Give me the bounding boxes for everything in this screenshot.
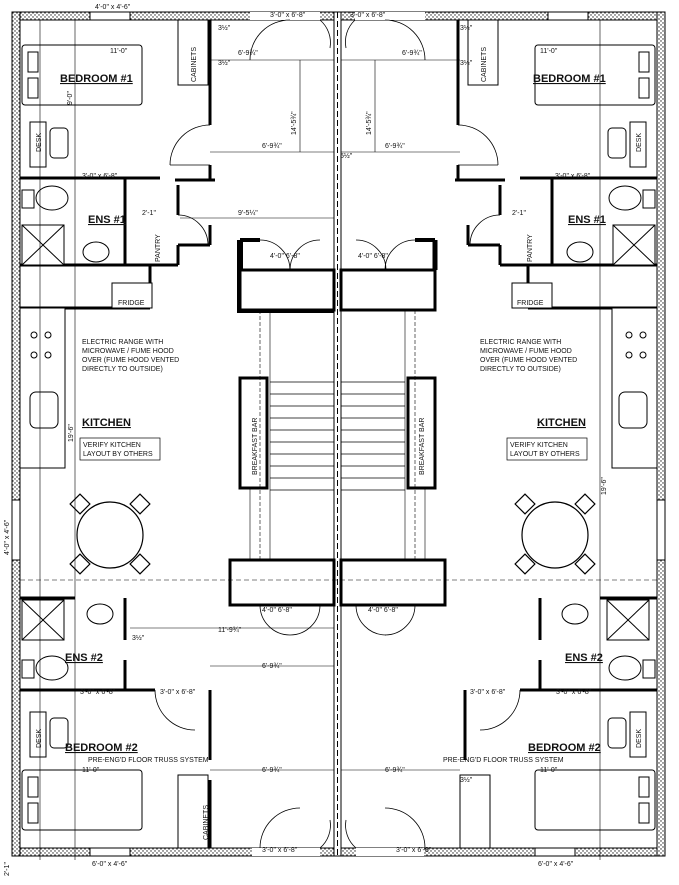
dim-3-5-c: 3½": [218, 59, 231, 67]
dim-door-bot-right: 3'-0" x 6'-8": [396, 847, 432, 854]
beds: [21, 44, 656, 831]
dim-door-bot-left: 3'-0" x 6'-8": [262, 847, 298, 854]
desk-label-tr: DESK: [636, 133, 643, 152]
range-note-left-3: OVER (FUME HOOD VENTED: [82, 357, 179, 364]
cabinets-label-tr: CABINETS: [481, 47, 488, 82]
ens2-label-right: ENS #2: [565, 652, 603, 664]
truss-note-right: PRE-ENG'D FLOOR TRUSS SYSTEM: [443, 757, 564, 764]
door-swings: [154, 19, 521, 849]
range-note-right-2: MICROWAVE / FUME HOOD: [480, 348, 572, 355]
dim-door-b2-left: 3'-0" x 6'-8": [160, 689, 196, 696]
dim-3-5-d: 3½": [460, 59, 473, 67]
dim-6-9-ml: 6'-9¾": [262, 143, 282, 150]
dim-stair-door-br: 4'-0" 6'-8": [368, 607, 398, 614]
range-note-right-1: ELECTRIC RANGE WITH: [480, 339, 561, 346]
dim-6-9-tr: 6'-9¾": [402, 50, 422, 57]
range-note-right-4: DIRECTLY TO OUTSIDE): [480, 366, 561, 373]
cabinets-label-tl: CABINETS: [191, 47, 198, 82]
dim-9-0: 9'-0": [67, 91, 74, 105]
dim-3-5-b: 3½": [460, 24, 473, 32]
lower-left-walls: [20, 596, 212, 848]
dim-door-top-left: 3'-0" x 6'-8": [270, 12, 306, 19]
dim-3-5-f: 3½": [460, 776, 473, 784]
dim-19-6-left: 19'-6": [68, 424, 75, 442]
dim-stair-door-bl: 4'-0" 6'-8": [262, 607, 292, 614]
dim-2-1-right: 2'-1": [512, 210, 526, 217]
dimension-lines: [20, 20, 657, 860]
ens2-label-left: ENS #2: [65, 652, 103, 664]
verify-box-left: [79, 437, 161, 461]
dining-tables: [69, 493, 596, 575]
ens1-label-left: ENS #1: [88, 214, 126, 226]
verify-note-right-1: VERIFY KITCHEN: [510, 442, 568, 449]
breakfast-bar-label-left: BREAKFAST BAR: [252, 418, 259, 475]
kitchen-label-left: KITCHEN: [82, 417, 131, 429]
dim-window-side: 4'-0" x 4'-6": [4, 519, 11, 555]
desk-label-tl: DESK: [36, 133, 43, 152]
dim-2-1-left: 2'-1": [142, 210, 156, 217]
verify-note-right-2: LAYOUT BY OTHERS: [510, 451, 580, 458]
stair-core: [228, 238, 447, 607]
dim-window-bot-left: 6'-0" x 4'-6": [92, 861, 128, 868]
dim-door-ens-left: 3'-0" x 6'-8": [82, 173, 118, 180]
verify-box-right: [506, 437, 588, 461]
pantry-label-right: PANTRY: [527, 234, 534, 262]
dim-5-5: 5½": [340, 152, 353, 160]
dim-door-top-right: 3'-0" x 6'-8": [350, 12, 386, 19]
bath-fixtures: [21, 185, 656, 681]
dim-door-b2-right: 3'-0" x 6'-8": [470, 689, 506, 696]
dim-11-0-br: 11'-0": [540, 767, 558, 774]
dim-6-9-ll: 6'-9¾": [262, 663, 282, 670]
fridge-label-left: FRIDGE: [118, 300, 145, 307]
bedroom1-label-right: BEDROOM #1: [533, 73, 606, 85]
dim-window-bot-right: 6'-0" x 4'-6": [538, 861, 574, 868]
dim-6-9-tl: 6'-9¾": [238, 50, 258, 57]
cabinets-label-bl: CABINETS: [203, 805, 210, 840]
dim-14-5-right: 14'-5¾": [366, 111, 373, 135]
bedroom2-label-left: BEDROOM #2: [65, 742, 138, 754]
breakfast-bar-label-right: BREAKFAST BAR: [419, 418, 426, 475]
verify-note-left-1: VERIFY KITCHEN: [83, 442, 141, 449]
cabinets: [19, 19, 658, 849]
dim-3-5-a: 3½": [218, 24, 231, 32]
dim-door-ens2-right: 3'-0" x 6'-8": [556, 689, 592, 696]
ens1-label-right: ENS #1: [568, 214, 606, 226]
range-note-left-2: MICROWAVE / FUME HOOD: [82, 348, 174, 355]
pantry-label-left: PANTRY: [155, 234, 162, 262]
dim-3-5-e: 3½": [132, 634, 145, 642]
dim-door-ens2-left: 3'-0" x 6'-8": [80, 689, 116, 696]
stair-treads: [270, 381, 405, 491]
range-note-right-3: OVER (FUME HOOD VENTED: [480, 357, 577, 364]
dim-door-ens-right: 3'-0" x 6'-8": [555, 173, 591, 180]
dim-6-9-br: 6'-9¾": [385, 767, 405, 774]
party-wall: [333, 11, 342, 857]
range-note-left-1: ELECTRIC RANGE WITH: [82, 339, 163, 346]
kitchen-label-right: KITCHEN: [537, 417, 586, 429]
dim-14-5-left: 14'-5¾": [291, 111, 298, 135]
dim-stair-door-tl: 4'-0" 6'-8": [270, 253, 300, 260]
dim-11-0-tr: 11'-0": [540, 48, 558, 55]
dim-6-9-mr: 6'-9¾": [385, 143, 405, 150]
dim-6-9-bl: 6'-9¾": [262, 767, 282, 774]
dim-11-0-bl: 11'-0": [82, 767, 100, 774]
range-note-left-4: DIRECTLY TO OUTSIDE): [82, 366, 163, 373]
dim-window-top-left: 4'-0" x 4'-6": [95, 4, 131, 11]
truss-note-left: PRE-ENG'D FLOOR TRUSS SYSTEM: [88, 757, 209, 764]
verify-note-left-2: LAYOUT BY OTHERS: [83, 451, 153, 458]
desk-label-bl: DESK: [36, 729, 43, 748]
dim-11-9: 11'-9¾": [218, 627, 242, 634]
desk-label-br: DESK: [636, 729, 643, 748]
dim-11-0-tl: 11'-0": [110, 48, 128, 55]
fridge-label-right: FRIDGE: [517, 300, 544, 307]
dim-19-6-right: 19'-6": [601, 477, 608, 495]
dim-stair-door-tr: 4'-0" 6'-8": [358, 253, 388, 260]
dim-2-1-bot: 2'-1": [4, 862, 11, 876]
bedroom1-label-left: BEDROOM #1: [60, 73, 133, 85]
bedroom2-label-right: BEDROOM #2: [528, 742, 601, 754]
dim-9-5: 9'-5¼": [238, 210, 258, 217]
desks: [29, 121, 647, 758]
